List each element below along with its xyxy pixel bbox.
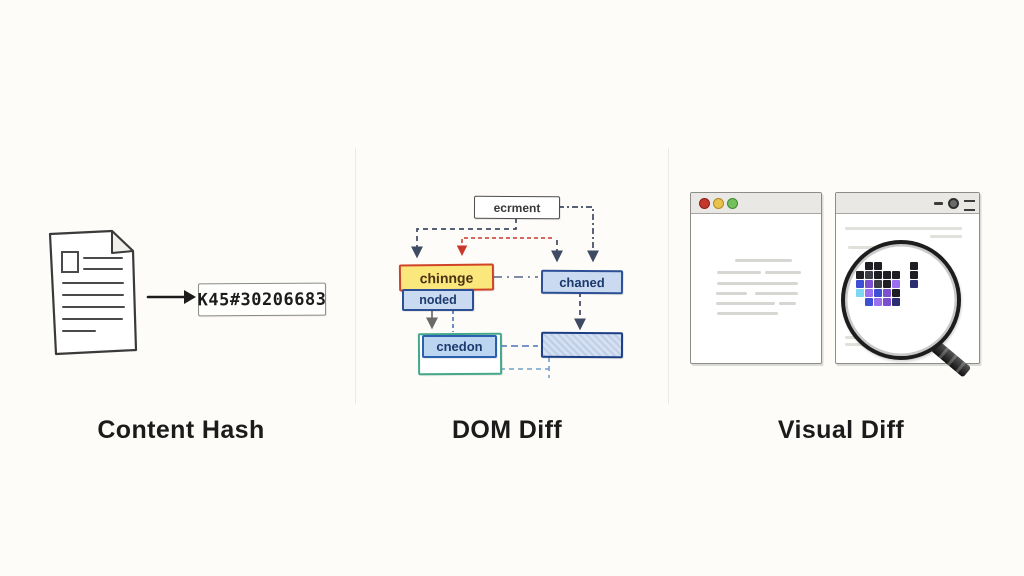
text-line: [930, 235, 962, 238]
text-line: [716, 292, 747, 295]
close-dot-icon: [699, 198, 710, 209]
text-line: [755, 292, 798, 295]
diff-pixel: [892, 271, 900, 279]
diff-pixel: [892, 280, 900, 288]
dom-node-bottom: cnedon: [422, 335, 497, 358]
diff-pixel: [910, 262, 918, 270]
diff-pixel: [856, 271, 864, 279]
diff-pixel: [865, 289, 873, 297]
label-dom-diff: DOM Diff: [451, 416, 563, 444]
hash-value: K45#30206683: [197, 289, 327, 310]
diff-pixel: [865, 271, 873, 279]
text-line: [716, 302, 775, 305]
minimize-dot-icon: [713, 198, 724, 209]
text-line: [717, 282, 798, 285]
diff-pixel: [874, 271, 882, 279]
diff-pixel: [883, 280, 891, 288]
dom-node-label: cnedon: [436, 339, 483, 354]
dom-node-label: ecrment: [493, 200, 541, 215]
diff-pixel: [892, 298, 900, 306]
diff-pixel: [874, 289, 882, 297]
diff-pixel: [892, 289, 900, 297]
dom-diff-arrows: [411, 206, 599, 378]
text-line: [845, 227, 962, 230]
window-titlebar: [691, 193, 821, 214]
text-line: [717, 271, 761, 274]
window-titlebar: [836, 193, 979, 214]
hash-value-box: K45#30206683: [197, 282, 327, 317]
diff-pixel: [874, 298, 882, 306]
section-divider: [668, 148, 669, 404]
document-icon: [48, 229, 138, 356]
diff-pixel: [865, 262, 873, 270]
dom-node-label: noded: [419, 293, 457, 307]
diff-pixel: [883, 271, 891, 279]
minimize-icon: [934, 202, 943, 205]
dom-node-root: ecrment: [473, 195, 561, 220]
text-line: [717, 312, 778, 315]
diff-pixel: [856, 289, 864, 297]
diff-pixel: [883, 298, 891, 306]
diff-pixel: [910, 271, 918, 279]
dom-node-empty: [540, 331, 624, 359]
diff-pixel: [865, 280, 873, 288]
dom-node-label: chinnge: [419, 269, 474, 286]
dom-node-changed-highlight: chinnge: [398, 263, 495, 292]
text-line: [735, 259, 792, 262]
diff-pixel: [874, 262, 882, 270]
diff-pixel: [865, 298, 873, 306]
dom-node-right: chaned: [540, 269, 624, 295]
section-divider: [355, 148, 356, 404]
menu-icon: [964, 200, 975, 211]
browser-window-left: [690, 192, 822, 364]
diff-pixel: [856, 280, 864, 288]
record-dot-icon: [948, 198, 959, 209]
text-line: [779, 302, 796, 305]
text-line: [765, 271, 801, 274]
diff-pixel-grid: [856, 262, 918, 306]
diff-pixel: [883, 289, 891, 297]
zoom-dot-icon: [727, 198, 738, 209]
magnifying-glass-icon: [841, 240, 961, 360]
diff-pixel: [874, 280, 882, 288]
label-content-hash: Content Hash: [97, 416, 265, 444]
arrow-right-icon: [146, 290, 196, 304]
label-visual-diff: Visual Diff: [777, 416, 905, 444]
diff-pixel: [910, 280, 918, 288]
dom-node-left: noded: [402, 289, 474, 311]
dom-node-label: chaned: [559, 274, 605, 290]
